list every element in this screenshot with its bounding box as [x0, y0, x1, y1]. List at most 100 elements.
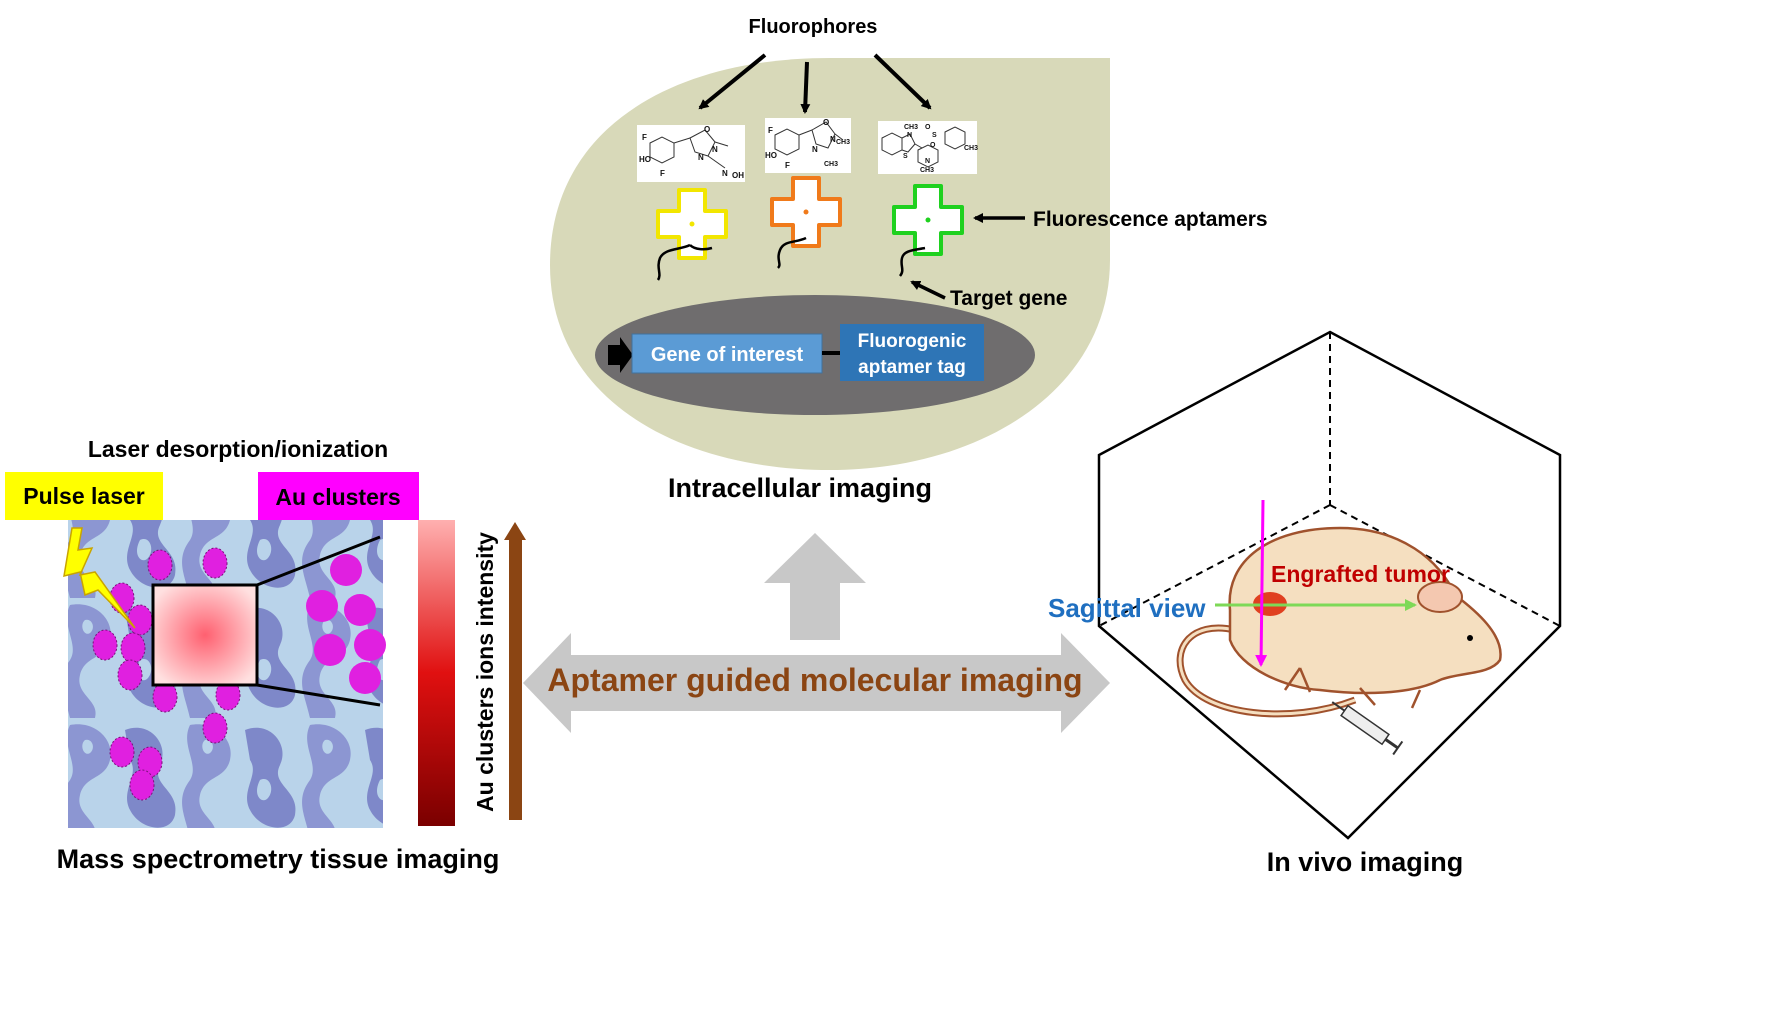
tissue-clusters	[92, 547, 241, 801]
chem1-label-2: F	[660, 169, 665, 178]
gene-of-interest-box	[631, 333, 823, 374]
chem1-label-3: O	[704, 125, 710, 134]
chem3-label-0: CH3	[904, 124, 918, 131]
au-cluster-dot	[147, 549, 173, 581]
double-arrow-shape	[523, 633, 1110, 733]
au-cluster-large	[344, 594, 376, 626]
lightning-icon	[63, 527, 136, 629]
au-clusters-badge	[258, 472, 419, 520]
chem3-label-1: N	[907, 132, 912, 139]
sagittal-view-label: Sagittal view	[1048, 593, 1206, 623]
mass-spec-caption: Mass spectrometry tissue imaging	[57, 844, 500, 874]
aptamer-core-2	[803, 209, 809, 215]
chem2-label-3: O	[823, 118, 829, 127]
intracellular-panel: Fluorophores F HO F O N N N OH F	[550, 16, 1268, 503]
au-cluster-dot	[92, 629, 118, 661]
pulse-laser-badge	[5, 472, 163, 520]
zoomed-au-clusters	[306, 554, 386, 694]
target-gene-arrow	[910, 280, 946, 300]
au-cluster-large	[306, 590, 338, 622]
chem1-label-7: OH	[732, 171, 744, 180]
fluorophore-arrow-left	[698, 53, 767, 110]
chem3-label-3: O	[925, 124, 931, 131]
chem1-label-5: N	[698, 153, 704, 162]
chem3-label-6: CH3	[964, 145, 978, 152]
chem1-label-0: F	[642, 133, 647, 142]
chem1-label-1: HO	[639, 155, 651, 164]
mouse-illustration	[1176, 526, 1502, 718]
chemical-structure-2: F HO F O N N CH3 CH3	[765, 118, 851, 173]
aptamer-tag-line1: Fluorogenic	[858, 331, 967, 352]
laser-desorption-label: Laser desorption/ionization	[88, 436, 388, 462]
intensity-arrow-head	[504, 522, 526, 540]
engrafted-tumor-label: Engrafted tumor	[1271, 561, 1450, 587]
au-cluster-dot	[129, 769, 155, 801]
aptamer-tail-3	[898, 246, 926, 277]
fluorophore-arrow-right	[873, 53, 932, 110]
aptamer-core-1	[689, 221, 695, 227]
mass-spec-panel: Laser desorption/ionization Pulse laser …	[5, 436, 526, 874]
au-cluster-dot	[117, 659, 143, 691]
aptamer-tail-2	[776, 236, 807, 269]
au-cluster-dot	[202, 547, 228, 579]
au-cluster-dot	[215, 679, 241, 711]
vertical-slice-arrow	[1255, 499, 1268, 667]
target-gene-label: Target gene	[950, 287, 1067, 310]
chem3-label-2: S	[903, 153, 908, 160]
chem2-label-2: F	[785, 161, 790, 170]
chem3-label-8: CH3	[920, 167, 934, 174]
chem3-label-7: N	[925, 158, 930, 165]
fluorophore-arrow-center	[800, 61, 811, 114]
aptamer-tag-box	[840, 324, 984, 381]
au-cluster-dot	[120, 632, 146, 664]
up-arrow-shape	[764, 533, 866, 640]
intensity-color-bar	[418, 520, 455, 826]
chem2-label-6: CH3	[836, 139, 850, 146]
au-cluster-large	[314, 634, 346, 666]
fluorescence-aptamers	[656, 176, 964, 260]
gene-of-interest-label: Gene of interest	[651, 344, 804, 366]
au-cluster-dot	[109, 736, 135, 768]
chem2-label-0: F	[768, 126, 773, 135]
syringe-icon	[1331, 701, 1404, 756]
chemical-structure-3: CH3 N S O S O CH3 N CH3	[878, 121, 978, 174]
fluorescence-aptamers-label: Fluorescence aptamers	[1033, 208, 1268, 231]
cube-edge-hidden-2	[1098, 504, 1331, 627]
fluorophores-label: Fluorophores	[749, 16, 878, 38]
zoom-line-top	[256, 535, 381, 587]
chem1-label-6: N	[722, 169, 728, 178]
in-vivo-caption: In vivo imaging	[1267, 847, 1464, 877]
chem1-label-4: N	[712, 145, 718, 154]
cube-edge-hidden-3	[1329, 504, 1561, 627]
chem3-label-4: S	[932, 132, 937, 139]
intracellular-caption: Intracellular imaging	[668, 473, 932, 503]
au-clusters-label: Au clusters	[275, 484, 400, 510]
intensity-label: Au clusters ions intensity	[472, 532, 498, 812]
au-cluster-dot	[202, 712, 228, 744]
central-title: Aptamer guided molecular imaging	[547, 662, 1082, 698]
aptamer-tag-line2: aptamer tag	[858, 357, 966, 378]
chem3-label-5: O	[930, 142, 936, 149]
chem2-label-5: N	[812, 145, 818, 154]
central-arrow: Aptamer guided molecular imaging	[523, 533, 1110, 733]
zoom-line-bottom	[256, 683, 381, 707]
chem2-label-4: N	[830, 135, 836, 144]
mouse-ear	[1417, 581, 1463, 613]
mouse-body	[1228, 526, 1502, 695]
aptamer-tail-1	[656, 243, 691, 281]
intensity-arrow-shaft	[509, 538, 522, 820]
scan-square	[151, 583, 259, 687]
pulse-laser-label: Pulse laser	[23, 483, 145, 509]
au-cluster-large	[354, 629, 386, 661]
chem2-label-7: CH3	[824, 161, 838, 168]
au-cluster-dot	[152, 681, 178, 713]
cube-outline	[1097, 330, 1562, 840]
promoter-arrow-icon	[608, 337, 633, 373]
au-cluster-large	[330, 554, 362, 586]
aptamer-core-3	[925, 217, 931, 223]
mouse-tail-inner	[1178, 626, 1356, 716]
mouse-eye	[1467, 635, 1473, 641]
au-cluster-dot	[127, 604, 153, 636]
chemical-structure-1: F HO F O N N N OH	[637, 125, 745, 182]
